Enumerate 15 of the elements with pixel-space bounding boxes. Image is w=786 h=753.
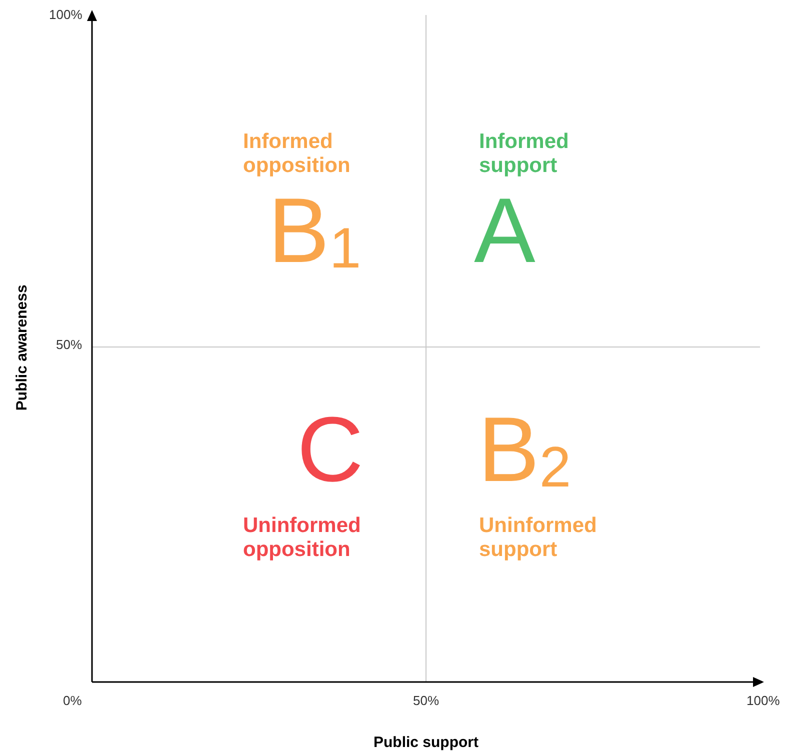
quadrant-letter: B$_{1}$	[268, 185, 362, 278]
quadrant-letter: C	[297, 404, 364, 496]
quadrant-label: Informed support	[479, 130, 570, 178]
quadrant-label: Uninformed support	[479, 514, 598, 562]
quadrant-letter: B$_{2}$	[478, 404, 572, 497]
axis-tick-label: 100%	[746, 694, 780, 709]
axis-title: Public support	[374, 734, 478, 752]
axis-tick-label: 100%	[49, 8, 82, 23]
quadrant-label: Informed opposition	[243, 130, 352, 178]
quadrant-letter: A	[474, 185, 536, 277]
axis-title: Public awareness	[13, 284, 31, 410]
axis-tick-label: 50%	[56, 338, 82, 353]
quadrant-label: Uninformed opposition	[243, 514, 362, 562]
axis-tick-label: 50%	[413, 694, 440, 709]
axis-tick-label: 0%	[63, 694, 82, 709]
